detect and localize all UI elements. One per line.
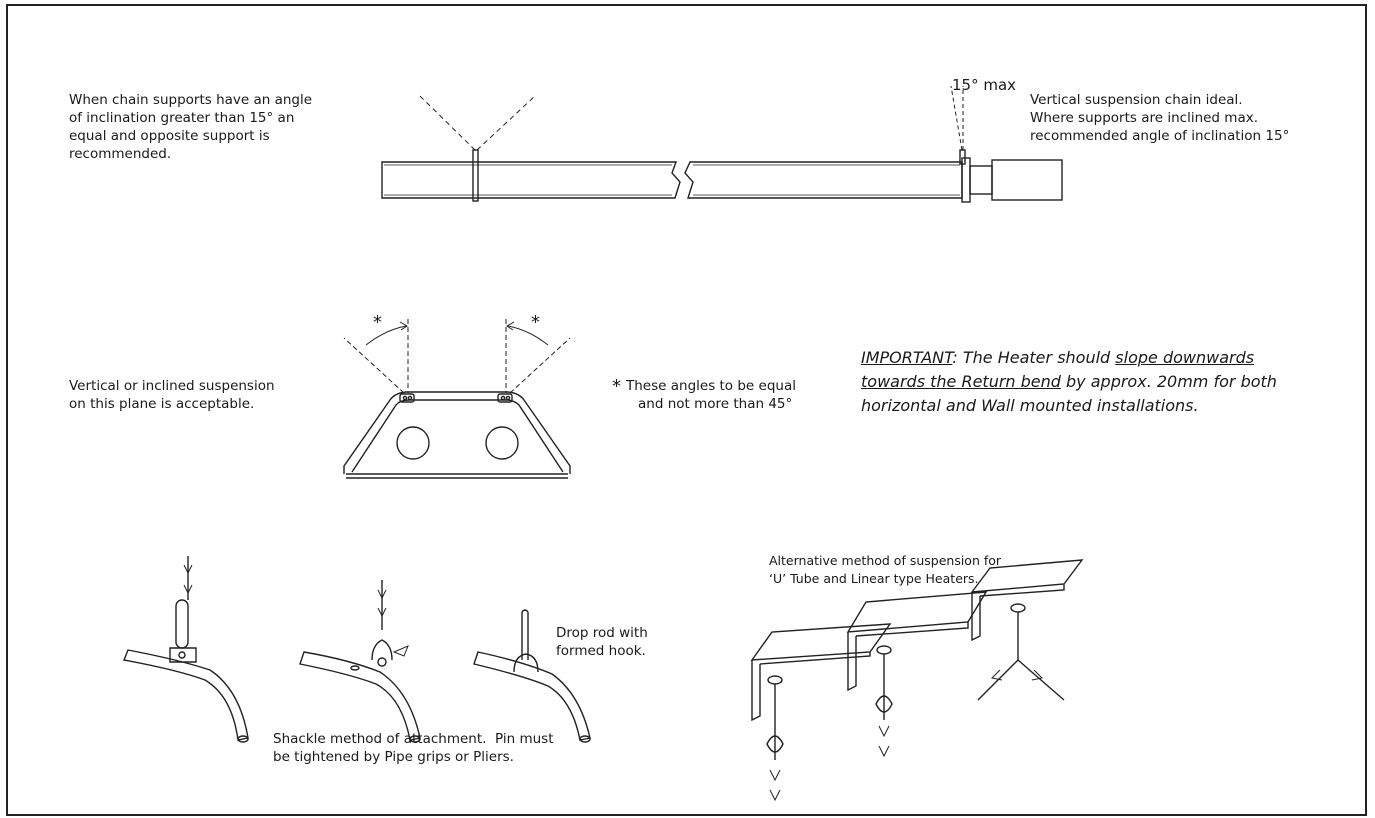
vertical-chain-note: Vertical suspension chain ideal. Where s… xyxy=(1030,91,1289,145)
drop-rod-line: Drop rod with xyxy=(556,625,648,641)
important-underlined: slope downwards xyxy=(1115,348,1255,367)
angles-note: These angles to be equal and not more th… xyxy=(626,377,796,413)
shackle-detail-2 xyxy=(299,580,421,743)
alternative-note-line: Alternative method of suspension for xyxy=(769,553,1002,568)
important-line-2: towards the Return bend by approx. 20mm … xyxy=(861,370,1277,394)
angle-bracket-1 xyxy=(750,623,892,802)
drop-rod-line: formed hook. xyxy=(556,643,646,659)
inclination-note-line: of inclination greater than 15° an xyxy=(69,110,295,126)
plane-note-line: on this plane is acceptable. xyxy=(69,396,255,412)
important-note: IMPORTANT: The Heater should slope downw… xyxy=(861,346,1277,418)
inclination-note: When chain supports have an angle of inc… xyxy=(69,91,312,163)
inclination-note-line: When chain supports have an angle xyxy=(69,92,313,108)
shackle-detail-1 xyxy=(123,556,249,743)
drop-rod-note: Drop rod with formed hook. xyxy=(556,624,648,660)
important-line-3: horizontal and Wall mounted installation… xyxy=(861,396,1199,415)
heater-tube xyxy=(381,157,1063,203)
reflector-cross-section xyxy=(343,319,571,479)
inclination-note-line: equal and opposite support is xyxy=(69,128,270,144)
angles-note-marker: * xyxy=(612,376,621,397)
angles-note-line: These angles to be equal xyxy=(626,378,796,394)
alternative-note-line: ‘U’ Tube and Linear type Heaters. xyxy=(769,571,979,586)
max-angle-label: 15° max xyxy=(952,76,1017,94)
shackle-note-line: be tightened by Pipe grips or Pliers. xyxy=(273,749,514,765)
shackle-note: Shackle method of attachment. Pin must b… xyxy=(273,730,553,766)
angle-marker-left: * xyxy=(373,312,382,333)
drop-rod-detail xyxy=(473,609,591,743)
right-support xyxy=(950,85,966,165)
angle-bracket-2 xyxy=(846,591,988,758)
inclination-note-line: recommended. xyxy=(69,146,172,162)
shackle-note-line: Shackle method of attachment. Pin must xyxy=(273,731,554,747)
plane-note-line: Vertical or inclined suspension xyxy=(69,378,275,394)
angle-bracket-3 xyxy=(970,559,1084,701)
important-underlined: towards the Return bend xyxy=(861,372,1061,391)
vertical-note-line: Where supports are inclined max. xyxy=(1030,110,1258,126)
alternative-note: Alternative method of suspension for ‘U’… xyxy=(769,552,1001,588)
angles-note-line: and not more than 45° xyxy=(638,396,793,412)
vertical-note-line: recommended angle of inclination 15° xyxy=(1030,128,1290,144)
important-text: The Heater should xyxy=(957,348,1116,367)
important-text: by approx. 20mm for both xyxy=(1060,372,1277,391)
angle-marker-right: * xyxy=(531,312,540,333)
important-line-1: IMPORTANT: The Heater should slope downw… xyxy=(861,346,1277,370)
drawing-frame xyxy=(6,4,1367,816)
important-keyword: IMPORTANT xyxy=(861,348,953,367)
plane-note: Vertical or inclined suspension on this … xyxy=(69,377,275,413)
left-support xyxy=(419,95,536,202)
important-colon: : xyxy=(952,348,958,367)
vertical-note-line: Vertical suspension chain ideal. xyxy=(1030,92,1243,108)
